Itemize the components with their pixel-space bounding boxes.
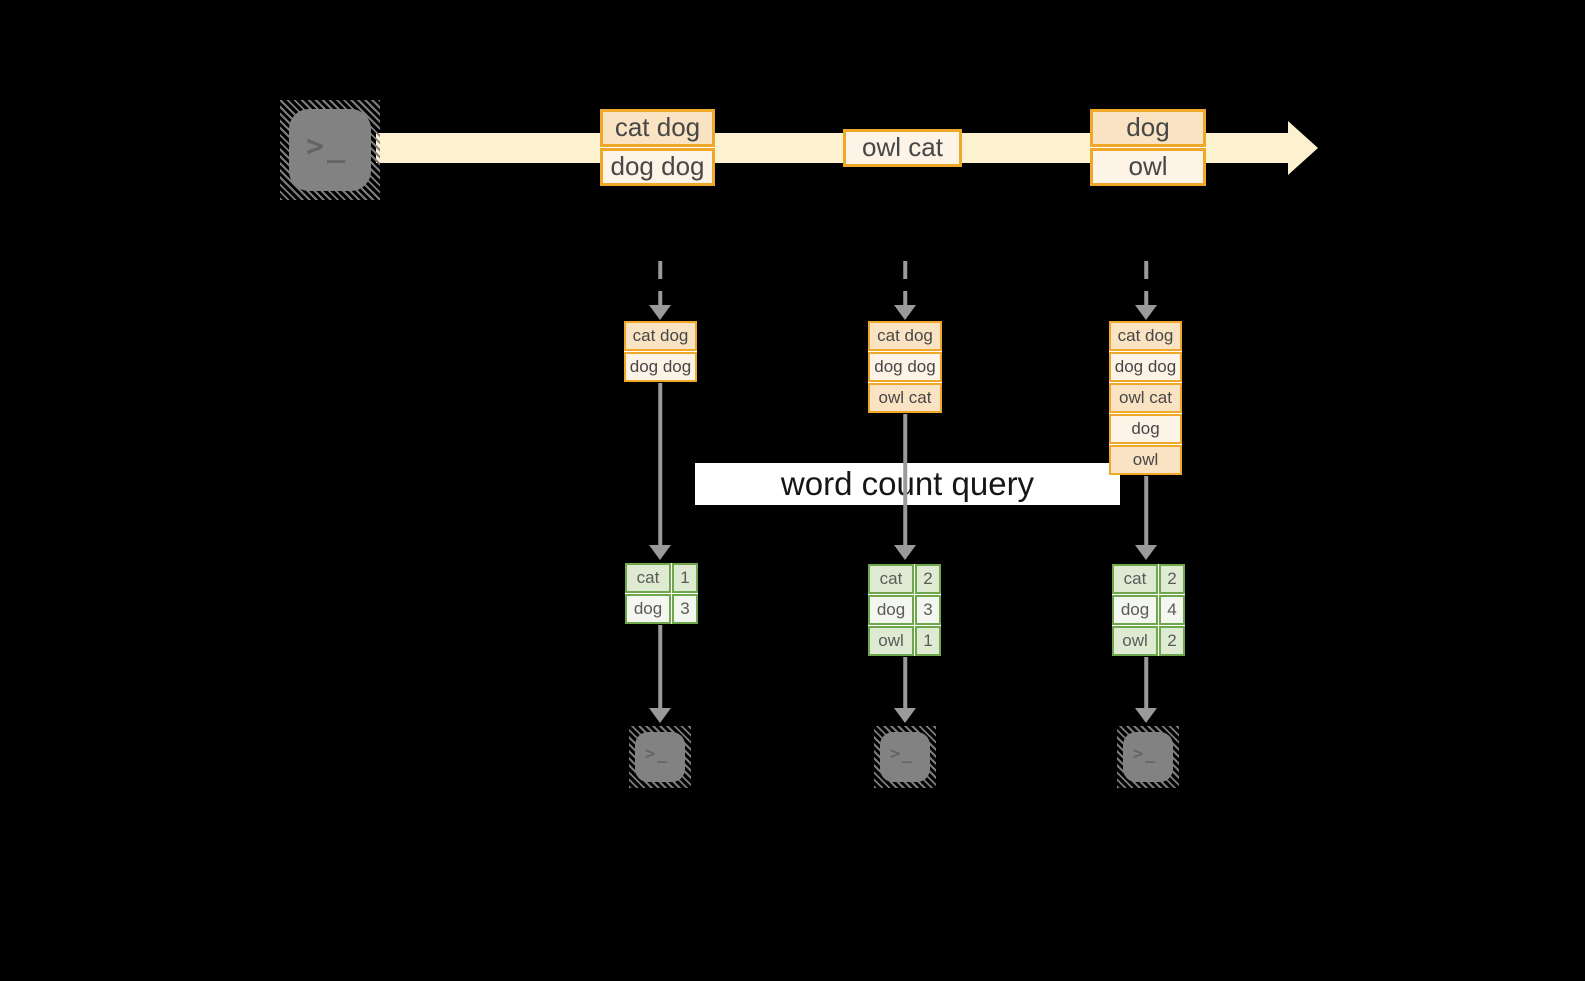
record-cell: dog dog [600, 148, 715, 186]
count-cell: 1 [672, 563, 698, 593]
arrow-shaft [1144, 476, 1148, 547]
terminal-screen: >_ [880, 732, 930, 782]
count-cell: 2 [1159, 564, 1185, 594]
word-cell: dog [625, 594, 671, 624]
query-arrow-2 [893, 414, 917, 560]
arrow-shaft [903, 414, 907, 547]
output-arrow-2 [893, 657, 917, 723]
stack-cell: dog dog [624, 352, 697, 382]
terminal-prompt-icon: >_ [645, 744, 670, 764]
count-cell: 4 [1159, 595, 1185, 625]
output-arrow-1 [648, 625, 672, 723]
word-cell: owl [868, 626, 914, 656]
arrow-shaft [658, 261, 662, 307]
stack-cell: dog dog [868, 352, 942, 382]
arrow-head-icon [894, 708, 916, 723]
terminal-screen: >_ [289, 109, 371, 191]
output-terminal-icon-1: >_ [629, 726, 691, 788]
count-cell: 2 [1159, 626, 1185, 656]
terminal-screen: >_ [1123, 732, 1173, 782]
query-label: word count query [695, 463, 1120, 505]
arrow-shaft [1144, 261, 1148, 307]
output-terminal-icon-3: >_ [1117, 726, 1179, 788]
arrow-head-icon [1135, 708, 1157, 723]
word-cell: cat [868, 564, 914, 594]
record-cell: owl [1090, 148, 1206, 186]
terminal-screen: >_ [635, 732, 685, 782]
count-table-2: cat 2 dog 3 owl 1 [868, 564, 941, 656]
record-cell: owl cat [843, 129, 962, 167]
output-terminal-icon-2: >_ [874, 726, 936, 788]
stack-cell: dog dog [1109, 352, 1182, 382]
ingest-arrow-1 [648, 261, 672, 320]
count-cell: 2 [915, 564, 941, 594]
record-stack-2: cat dog dog dog owl cat [868, 321, 942, 413]
stack-cell: dog [1109, 414, 1182, 444]
query-arrow-3 [1134, 476, 1158, 560]
record-cell: dog [1090, 109, 1206, 147]
word-cell: owl [1112, 626, 1158, 656]
count-cell: 1 [915, 626, 941, 656]
arrow-head-icon [894, 305, 916, 320]
stack-cell: owl [1109, 445, 1182, 475]
arrow-head-icon [1135, 305, 1157, 320]
arrow-shaft [1144, 657, 1148, 710]
arrow-shaft [658, 383, 662, 547]
terminal-prompt-icon: >_ [1133, 744, 1158, 764]
stream-record-box-3: dog owl [1090, 109, 1206, 186]
stream-record-box-1: cat dog dog dog [600, 109, 715, 186]
terminal-prompt-icon: >_ [306, 129, 349, 164]
word-cell: dog [1112, 595, 1158, 625]
arrow-head-icon [649, 305, 671, 320]
terminal-prompt-icon: >_ [890, 744, 915, 764]
stack-cell: cat dog [624, 321, 697, 351]
stack-cell: cat dog [1109, 321, 1182, 351]
arrow-head-icon [649, 708, 671, 723]
stream-arrowhead-icon [1288, 121, 1318, 175]
count-table-3: cat 2 dog 4 owl 2 [1112, 564, 1185, 656]
stack-cell: cat dog [868, 321, 942, 351]
record-stack-3: cat dog dog dog owl cat dog owl [1109, 321, 1182, 475]
record-stack-1: cat dog dog dog [624, 321, 697, 382]
stack-cell: owl cat [1109, 383, 1182, 413]
arrow-shaft [903, 261, 907, 307]
stack-cell: owl cat [868, 383, 942, 413]
query-arrow-1 [648, 383, 672, 560]
ingest-arrow-2 [893, 261, 917, 320]
word-cell: cat [625, 563, 671, 593]
word-cell: dog [868, 595, 914, 625]
stream-record-box-2: owl cat [843, 129, 962, 167]
output-arrow-3 [1134, 657, 1158, 723]
count-cell: 3 [672, 594, 698, 624]
count-cell: 3 [915, 595, 941, 625]
arrow-shaft [903, 657, 907, 710]
arrow-head-icon [1135, 545, 1157, 560]
ingest-arrow-3 [1134, 261, 1158, 320]
arrow-head-icon [894, 545, 916, 560]
count-table-1: cat 1 dog 3 [625, 563, 698, 624]
word-cell: cat [1112, 564, 1158, 594]
source-terminal-icon: >_ [280, 100, 380, 200]
arrow-shaft [658, 625, 662, 710]
record-cell: cat dog [600, 109, 715, 147]
arrow-head-icon [649, 545, 671, 560]
